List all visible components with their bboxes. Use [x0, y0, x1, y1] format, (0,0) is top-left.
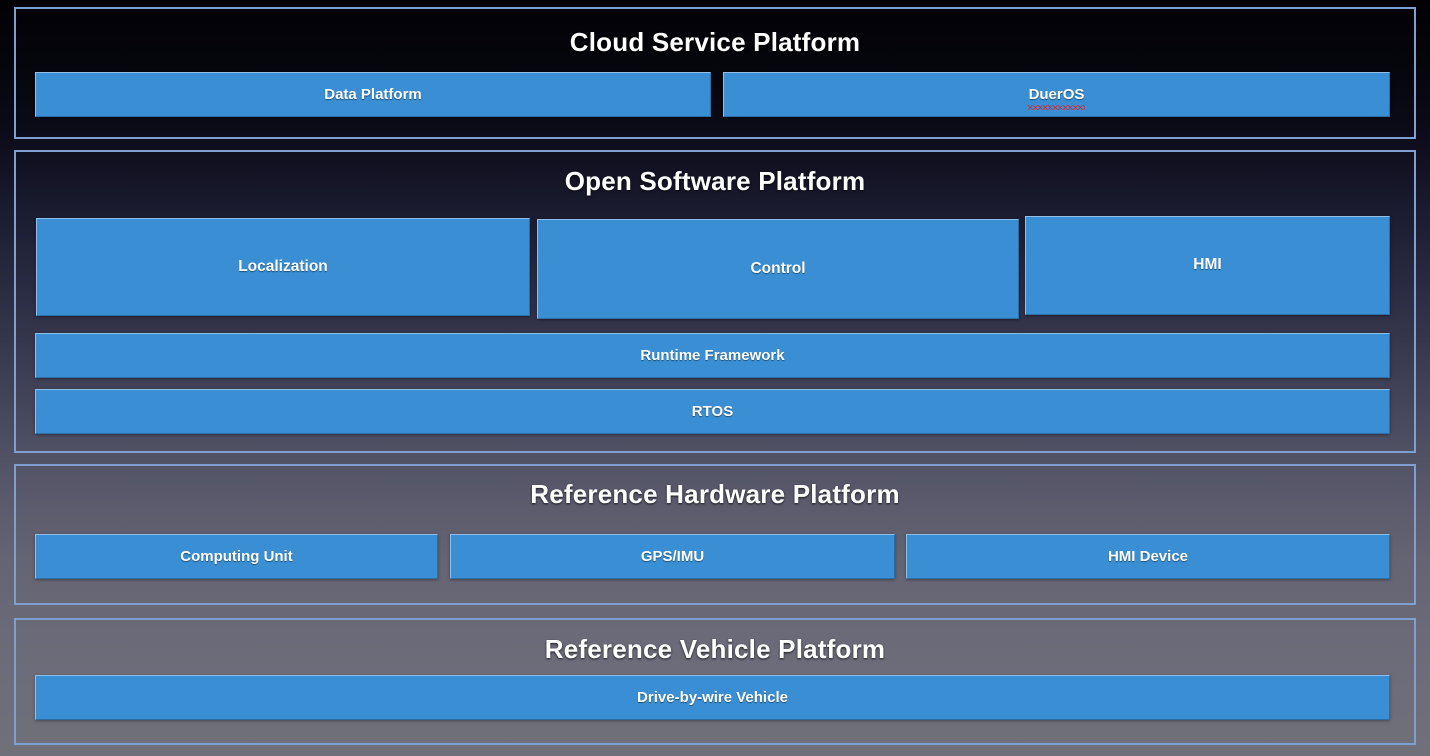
box-data-platform[interactable]: Data Platform	[35, 72, 711, 117]
box-computing-unit[interactable]: Computing Unit	[35, 534, 438, 579]
box-rtos[interactable]: RTOS	[35, 389, 1390, 434]
box-label-drive-by-wire-vehicle: Drive-by-wire Vehicle	[637, 688, 788, 706]
box-drive-by-wire-vehicle[interactable]: Drive-by-wire Vehicle	[35, 675, 1390, 720]
panel-open-software-platform: Open Software Platform	[14, 150, 1416, 453]
box-label-dueros: DuerOS	[1027, 85, 1086, 110]
box-label-localization: Localization	[238, 257, 328, 275]
box-label-control: Control	[750, 259, 806, 277]
box-label-computing-unit: Computing Unit	[180, 547, 293, 565]
box-control[interactable]: Control	[537, 219, 1019, 319]
box-hmi[interactable]: HMI	[1025, 216, 1390, 315]
panel-cloud-service-platform: Cloud Service Platform	[14, 7, 1416, 139]
box-label-data-platform: Data Platform	[324, 85, 422, 103]
panel-reference-vehicle-platform: Reference Vehicle Platform	[14, 618, 1416, 745]
box-label-runtime-framework: Runtime Framework	[640, 346, 785, 364]
panel-reference-hardware-platform: Reference Hardware Platform	[14, 464, 1416, 605]
box-label-gps-imu: GPS/IMU	[640, 547, 705, 565]
panel-title-open-software-platform: Open Software Platform	[564, 166, 866, 196]
panel-title-cloud-service-platform: Cloud Service Platform	[569, 27, 861, 57]
box-dueros[interactable]: DuerOS	[723, 72, 1390, 117]
box-hmi-device[interactable]: HMI Device	[906, 534, 1390, 579]
panel-title-reference-vehicle-platform: Reference Vehicle Platform	[544, 634, 886, 664]
box-gps-imu[interactable]: GPS/IMU	[450, 534, 895, 579]
box-label-hmi: HMI	[1193, 256, 1222, 274]
box-localization[interactable]: Localization	[36, 218, 530, 316]
box-runtime-framework[interactable]: Runtime Framework	[35, 333, 1390, 378]
box-label-rtos: RTOS	[691, 402, 734, 420]
panel-title-reference-hardware-platform: Reference Hardware Platform	[530, 479, 900, 509]
box-label-hmi-device: HMI Device	[1107, 547, 1189, 565]
